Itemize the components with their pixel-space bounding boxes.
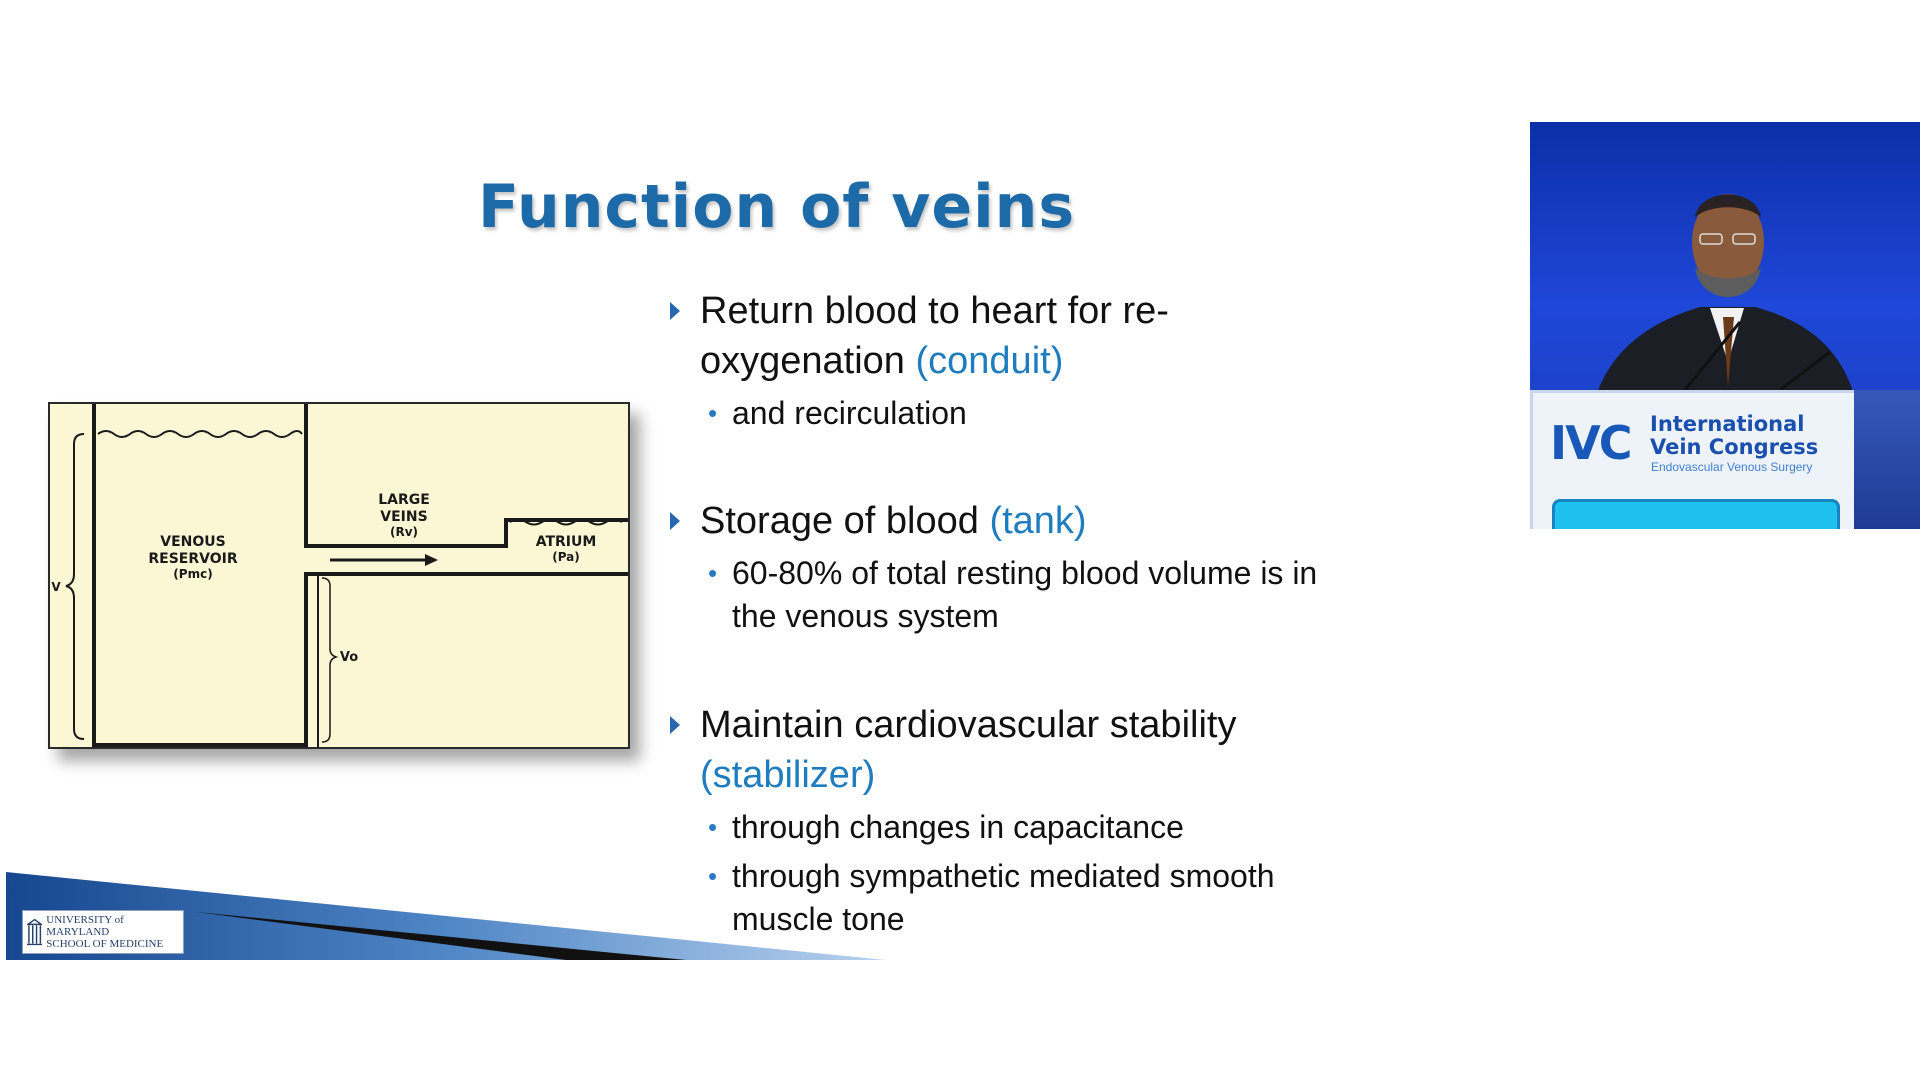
diagram-label: VEINS (380, 509, 427, 525)
congress-tagline: Endovascular Venous Surgery (1651, 460, 1813, 474)
bullet-tank: Storage of blood (tank) • 60-80% of tota… (668, 496, 1388, 638)
sub-bullet-text: the venous system (732, 598, 999, 634)
sub-bullet-text: and recirculation (732, 395, 967, 431)
bullet-text: Maintain cardiovascular stability (700, 704, 1237, 746)
arrow-bullet-icon (670, 302, 680, 320)
diagram-label: V (51, 580, 61, 594)
venous-reservoir-diagram: VENOUS RESERVOIR (Pmc) LARGE VEINS (Rv) … (48, 402, 630, 749)
bullet-text: Storage of blood (700, 500, 990, 542)
diagram-drawing: VENOUS RESERVOIR (Pmc) LARGE VEINS (Rv) … (51, 404, 628, 747)
dot-bullet-icon: • (708, 398, 718, 428)
speaker-video: IVC International Vein Congress Endovasc… (1530, 122, 1920, 529)
ivc-logo: IVC (1550, 416, 1632, 470)
bullet-text: oxygenation (700, 340, 916, 382)
arrow-bullet-icon (670, 716, 680, 734)
congress-name-line: Vein Congress (1650, 435, 1819, 459)
congress-name: International Vein Congress (1650, 413, 1818, 459)
diagram-label: (Pa) (552, 550, 580, 564)
bullet-accent: (tank) (989, 500, 1087, 542)
flow-arrow-icon (425, 554, 438, 566)
diagram-label: VENOUS (160, 534, 225, 550)
bullet-accent: (stabilizer) (700, 754, 876, 796)
diagram-label: Vo (340, 650, 358, 665)
dot-bullet-icon: • (708, 861, 718, 891)
sub-bullet-text: muscle tone (732, 901, 905, 937)
sub-bullet-text: through changes in capacitance (732, 809, 1184, 845)
sub-bullet: • through sympathetic mediated smooth mu… (668, 855, 1388, 941)
diagram-label: LARGE (378, 492, 430, 508)
bullet-heading: Storage of blood (tank) (668, 496, 1388, 546)
podium-side (1854, 390, 1920, 529)
congress-name-line: International (1650, 412, 1805, 436)
dot-bullet-icon: • (708, 812, 718, 842)
sub-bullet: • through changes in capacitance (668, 806, 1388, 849)
diagram-label: ATRIUM (536, 534, 597, 550)
sub-bullet-text: 60-80% of total resting blood volume is … (732, 555, 1318, 591)
bullet-text: Return blood to heart for re- (700, 290, 1169, 332)
sub-bullet: • 60-80% of total resting blood volume i… (668, 552, 1388, 638)
sub-bullet: • and recirculation (668, 392, 1388, 435)
university-logo: UNIVERSITY of MARYLAND SCHOOL OF MEDICIN… (22, 910, 184, 954)
university-building-icon (27, 918, 43, 946)
logo-line: SCHOOL OF MEDICINE (46, 938, 164, 950)
bullet-heading: Return blood to heart for re- oxygenatio… (668, 286, 1388, 386)
arrow-bullet-icon (670, 512, 680, 530)
bullet-stabilizer: Maintain cardiovascular stability (stabi… (668, 700, 1388, 941)
bullet-conduit: Return blood to heart for re- oxygenatio… (668, 286, 1388, 435)
footer-banner (6, 872, 886, 960)
bullet-heading: Maintain cardiovascular stability (stabi… (668, 700, 1388, 800)
diagram-label: (Pmc) (173, 567, 212, 581)
sub-bullet-text: through sympathetic mediated smooth (732, 858, 1275, 894)
bullet-accent: (conduit) (915, 340, 1064, 382)
podium-screen (1552, 499, 1840, 529)
diagram-label: RESERVOIR (148, 551, 237, 567)
slide-title: Function of veins (478, 172, 1076, 242)
dot-bullet-icon: • (708, 558, 718, 588)
diagram-label: (Rv) (390, 525, 418, 539)
speaker-figure (1590, 194, 1860, 422)
logo-line: UNIVERSITY of MARYLAND (46, 914, 124, 938)
